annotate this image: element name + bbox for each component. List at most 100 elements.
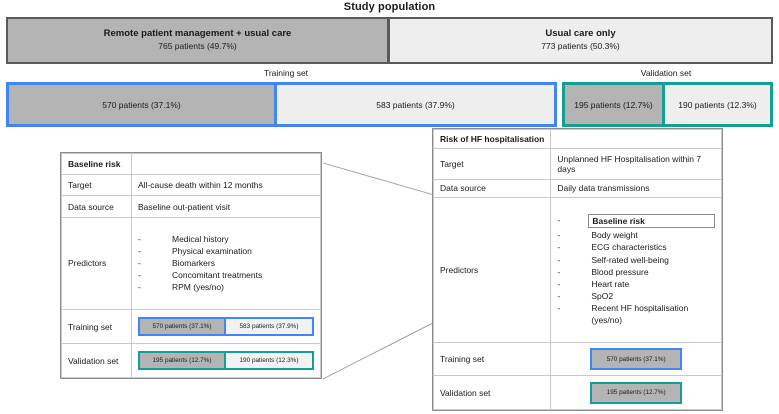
left-training-usual-cell: 583 patients (37.9%) xyxy=(226,319,312,335)
right-predictor-label: Self-rated well-being xyxy=(591,254,669,265)
left-model-table: Baseline risk Target All-cause death wit… xyxy=(60,152,322,379)
left-validation-split-box: 195 patients (12.7%) 190 patients (12.3%… xyxy=(138,351,314,370)
right-predictor-item: - Baseline risk xyxy=(557,214,715,229)
left-predictors-value: - Medical history - Physical examination - Bi… xyxy=(131,216,321,311)
left-header-label: Baseline risk xyxy=(61,152,132,176)
validation-rpm-cell: 195 patients (12.7%) xyxy=(565,85,665,124)
bullet-dash-icon: - xyxy=(557,302,561,313)
left-predictor-list: - Medical history - Physical examination - Bi… xyxy=(138,233,314,293)
right-validation-box: 195 patients (12.7%) xyxy=(590,381,683,404)
bullet-dash-icon: - xyxy=(557,230,561,241)
left-target-value: All-cause death within 12 months xyxy=(131,174,321,197)
right-predictor-label: Blood pressure xyxy=(591,266,649,277)
left-validation-value: 195 patients (12.7%) 190 patients (12.3%… xyxy=(131,343,321,378)
left-predictor-label: Concomitant treatments xyxy=(172,270,263,281)
right-predictors-label: Predictors xyxy=(432,197,552,343)
right-training-box: 570 patients (37.1%) xyxy=(590,348,683,371)
left-predictor-label: Physical examination xyxy=(172,246,252,257)
right-header-label: Risk of HF hospitalisation xyxy=(432,129,552,149)
left-target-label: Target xyxy=(61,174,132,197)
left-validation-rpm-cell: 195 patients (12.7%) xyxy=(140,353,226,368)
left-predictor-item: - Biomarkers xyxy=(138,257,314,269)
right-predictor-label: Body weight xyxy=(591,230,638,241)
right-model-table: Risk of HF hospitalisation Target Unplan… xyxy=(432,128,723,411)
left-predictor-label: RPM (yes/no) xyxy=(172,282,224,293)
left-predictor-item: - RPM (yes/no) xyxy=(138,281,314,293)
left-training-split-box: 570 patients (37.1%) 583 patients (37.9%… xyxy=(138,317,314,337)
right-predictor-list: - Baseline risk - Body weight-ECG character… xyxy=(557,214,715,326)
left-data-source-value: Baseline out-patient visit xyxy=(131,195,321,218)
table-row: Predictors - Medical history - Physical exa… xyxy=(61,216,321,311)
table-row: Predictors - Baseline risk - Body weight-EC… xyxy=(432,197,722,343)
right-predictor-label: Recent HF hospitalisation (yes/no) xyxy=(591,302,689,325)
page-title: Study population xyxy=(343,1,436,13)
caption-training-set: Training set xyxy=(263,68,309,78)
validation-usual-cell: 190 patients (12.3%) xyxy=(665,85,770,124)
training-set-bar: 570 patients (37.1%) 583 patients (37.9%… xyxy=(6,82,557,127)
left-predictor-item: - Physical examination xyxy=(138,245,314,257)
table-row: Baseline risk xyxy=(61,152,321,176)
right-header-blank xyxy=(550,129,722,149)
left-predictor-label: Biomarkers xyxy=(172,258,215,269)
table-row: Data source Daily data transmissions xyxy=(432,178,722,199)
bullet-dash-icon: - xyxy=(138,258,141,269)
bullet-dash-icon: - xyxy=(557,266,561,277)
table-row: Validation set 195 patients (12.7%) xyxy=(432,375,722,410)
bullet-dash-icon: - xyxy=(557,242,561,253)
bullet-dash-icon: - xyxy=(138,234,141,245)
right-target-value: Unplanned HF Hospitalisation within 7 da… xyxy=(550,147,722,180)
table-row: Training set 570 patients (37.1%) 583 pa… xyxy=(61,309,321,345)
bullet-dash-icon: - xyxy=(557,278,561,289)
right-predictor-item: - Recent HF hospitalisation (yes/no) xyxy=(557,302,715,326)
right-training-value: 570 patients (37.1%) xyxy=(550,341,722,377)
table-row: Validation set 195 patients (12.7%) 190 … xyxy=(61,343,321,378)
right-data-source-label: Data source xyxy=(432,178,552,199)
arm-rpm-detail: 765 patients (49.7%) xyxy=(158,41,237,52)
right-predictor-label: Heart rate xyxy=(591,278,630,289)
bullet-dash-icon: - xyxy=(557,215,561,226)
arm-usual-detail: 773 patients (50.3%) xyxy=(541,41,620,52)
left-validation-usual-cell: 190 patients (12.3%) xyxy=(226,353,312,368)
bullet-dash-icon: - xyxy=(557,254,561,265)
right-predictor-item: - Self-rated well-being xyxy=(557,254,715,266)
left-validation-label: Validation set xyxy=(61,343,132,378)
bullet-dash-icon: - xyxy=(138,270,141,281)
left-predictor-label: Medical history xyxy=(172,234,229,245)
right-validation-label: Validation set xyxy=(432,375,552,410)
right-predictor-item: -ECG characteristics xyxy=(557,241,715,253)
right-predictor-label: SpO2 xyxy=(591,290,614,301)
table-row: Risk of HF hospitalisation xyxy=(432,129,722,149)
table-row: Data source Baseline out-patient visit xyxy=(61,195,321,218)
right-predictors-value: - Baseline risk - Body weight-ECG character… xyxy=(550,197,722,343)
left-predictor-item: - Medical history xyxy=(138,233,314,245)
left-training-value: 570 patients (37.1%) 583 patients (37.9%… xyxy=(131,309,321,345)
right-validation-value: 195 patients (12.7%) xyxy=(550,375,722,410)
study-population-arms: Remote patient management + usual care 7… xyxy=(6,17,773,64)
right-training-label: Training set xyxy=(432,341,552,377)
left-training-label: Training set xyxy=(61,309,132,345)
training-rpm-cell: 570 patients (37.1%) xyxy=(9,85,277,124)
bullet-dash-icon: - xyxy=(557,290,561,301)
right-predictor-item: - SpO2 xyxy=(557,290,715,302)
arm-usual-title: Usual care only xyxy=(545,28,616,40)
bullet-dash-icon: - xyxy=(138,282,141,293)
bullet-dash-icon: - xyxy=(138,246,141,257)
validation-set-bar: 195 patients (12.7%) 190 patients (12.3%… xyxy=(562,82,773,127)
left-training-rpm-cell: 570 patients (37.1%) xyxy=(140,319,226,335)
right-predictor-label: Baseline risk xyxy=(588,214,715,229)
right-data-source-value: Daily data transmissions xyxy=(550,178,722,199)
table-row: Training set 570 patients (37.1%) xyxy=(432,341,722,377)
left-predictors-label: Predictors xyxy=(61,216,132,311)
caption-validation-set: Validation set xyxy=(640,68,692,78)
right-target-label: Target xyxy=(432,147,552,180)
table-row: Target All-cause death within 12 months xyxy=(61,174,321,197)
right-predictor-item: - Heart rate xyxy=(557,278,715,290)
arm-rpm-title: Remote patient management + usual care xyxy=(103,28,292,40)
training-usual-cell: 583 patients (37.9%) xyxy=(277,85,554,124)
right-predictor-item: - Blood pressure xyxy=(557,266,715,278)
arm-box-usual-care: Usual care only 773 patients (50.3%) xyxy=(389,17,773,64)
table-row: Target Unplanned HF Hospitalisation with… xyxy=(432,147,722,180)
right-predictor-item: - Body weight xyxy=(557,229,715,241)
left-data-source-label: Data source xyxy=(61,195,132,218)
